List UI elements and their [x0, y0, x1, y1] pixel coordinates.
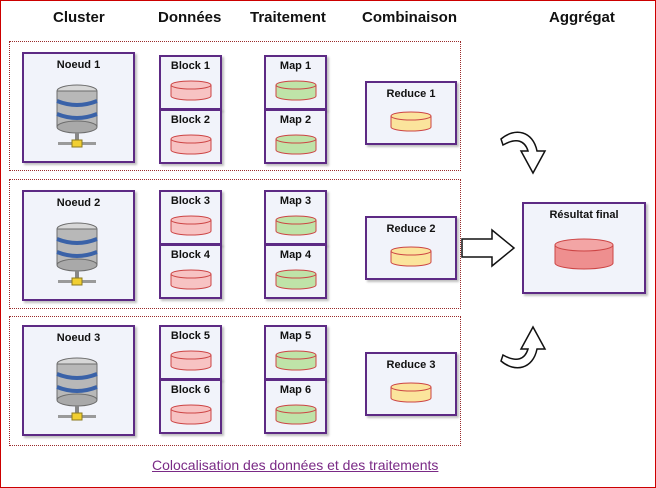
database-cylinder-icon — [170, 80, 212, 101]
database-cylinder-icon — [170, 134, 212, 155]
reduce-label: Reduce 1 — [386, 88, 436, 100]
header-cluster: Cluster — [53, 9, 105, 26]
data-block-3: Block 3 — [159, 190, 222, 245]
header-aggregat: Aggrégat — [549, 9, 615, 26]
node-box-2: Noeud 2 — [22, 190, 135, 301]
database-cylinder-icon — [170, 215, 212, 236]
node-row-3 — [9, 316, 461, 446]
data-block-6: Block 6 — [159, 379, 222, 434]
map-label: Map 1 — [279, 60, 312, 72]
database-cylinder-icon — [390, 111, 432, 132]
database-cylinder-icon — [275, 269, 317, 290]
node-label: Noeud 1 — [56, 59, 101, 71]
diagram-caption: Colocalisation des données et des traite… — [152, 457, 439, 473]
database-cylinder-icon — [275, 134, 317, 155]
map-task-6: Map 6 — [264, 379, 327, 434]
reduce-task-1: Reduce 1 — [365, 81, 457, 145]
curved-arrow-down-icon — [500, 131, 547, 175]
database-cylinder-icon — [275, 404, 317, 425]
block-label: Block 2 — [170, 114, 211, 126]
block-label: Block 3 — [170, 195, 211, 207]
reduce-task-3: Reduce 3 — [365, 352, 457, 416]
node-row-1 — [9, 41, 461, 171]
map-task-4: Map 4 — [264, 244, 327, 299]
reduce-task-2: Reduce 2 — [365, 216, 457, 280]
header-donnees: Données — [158, 9, 222, 26]
map-label: Map 4 — [279, 249, 312, 261]
map-task-5: Map 5 — [264, 325, 327, 380]
database-cylinder-icon — [170, 404, 212, 425]
map-label: Map 5 — [279, 330, 312, 342]
node-box-3: Noeud 3 — [22, 325, 135, 436]
map-task-2: Map 2 — [264, 109, 327, 164]
database-cylinder-icon — [390, 246, 432, 267]
database-cylinder-icon — [275, 350, 317, 371]
database-cylinder-icon — [170, 269, 212, 290]
map-task-3: Map 3 — [264, 190, 327, 245]
reduce-label: Reduce 3 — [386, 359, 436, 371]
result-label: Résultat final — [549, 209, 619, 221]
map-task-1: Map 1 — [264, 55, 327, 110]
node-box-1: Noeud 1 — [22, 52, 135, 163]
data-block-5: Block 5 — [159, 325, 222, 380]
node-row-2 — [9, 179, 461, 309]
node-label: Noeud 2 — [56, 197, 101, 209]
block-label: Block 1 — [170, 60, 211, 72]
right-arrow-icon — [461, 228, 516, 268]
node-label: Noeud 3 — [56, 332, 101, 344]
block-label: Block 4 — [170, 249, 211, 261]
header-traitement: Traitement — [250, 9, 326, 26]
database-cylinder-icon — [554, 238, 614, 270]
map-label: Map 3 — [279, 195, 312, 207]
curved-arrow-up-icon — [500, 325, 547, 369]
server-icon — [56, 84, 98, 148]
block-label: Block 5 — [170, 330, 211, 342]
reduce-label: Reduce 2 — [386, 223, 436, 235]
server-icon — [56, 222, 98, 286]
data-block-1: Block 1 — [159, 55, 222, 110]
database-cylinder-icon — [275, 80, 317, 101]
database-cylinder-icon — [275, 215, 317, 236]
map-label: Map 2 — [279, 114, 312, 126]
database-cylinder-icon — [390, 382, 432, 403]
database-cylinder-icon — [170, 350, 212, 371]
header-combinaison: Combinaison — [362, 9, 458, 26]
final-result-box: Résultat final — [522, 202, 646, 294]
data-block-4: Block 4 — [159, 244, 222, 299]
server-icon — [56, 357, 98, 421]
map-label: Map 6 — [279, 384, 312, 396]
data-block-2: Block 2 — [159, 109, 222, 164]
block-label: Block 6 — [170, 384, 211, 396]
